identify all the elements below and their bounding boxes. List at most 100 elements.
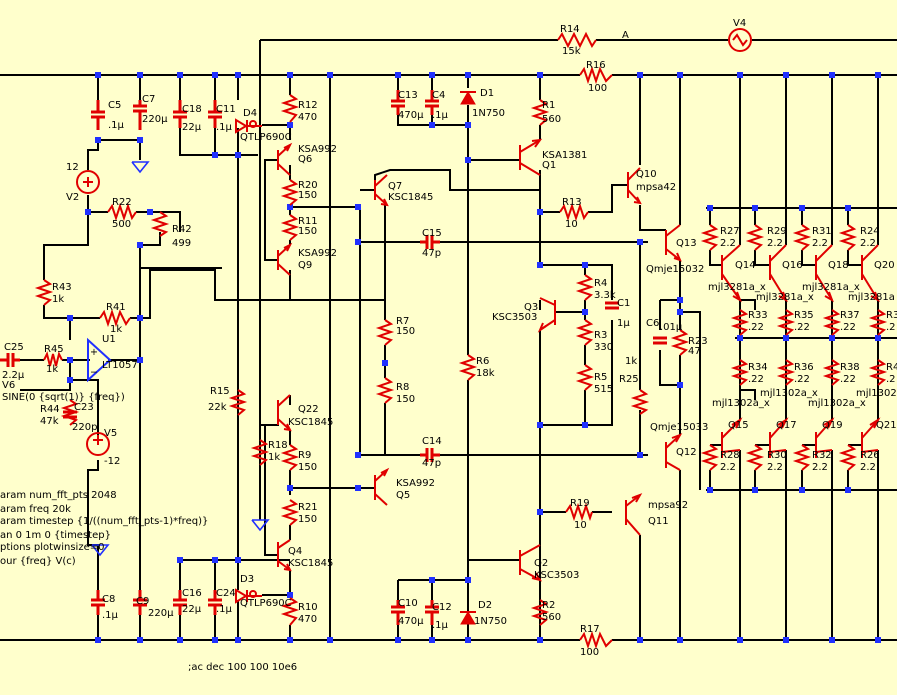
svg-text:R22: R22 [112,197,132,208]
svg-text:C12: C12 [432,602,452,613]
transistor-Q17 [769,417,789,458]
svg-text:3.3k: 3.3k [594,290,616,301]
resistor-R10 [280,597,300,626]
resistor-R25 [630,389,650,415]
svg-text:150: 150 [298,226,317,237]
svg-text:1µ: 1µ [617,318,630,329]
diode-D4 [235,118,262,134]
resistor-R37 [822,309,842,336]
svg-text:A: A [622,30,629,41]
svg-text:R25: R25 [619,374,639,385]
svg-text:150: 150 [396,394,415,405]
svg-text:D4: D4 [243,108,257,119]
resistor-R8 [375,377,395,404]
junctions [67,72,881,643]
svg-text:R38: R38 [840,362,860,373]
svg-text:R12: R12 [298,100,318,111]
transistors [277,138,881,582]
resistor-R26 [838,444,858,471]
svg-text:560: 560 [542,114,561,125]
svg-text:KSC1845: KSC1845 [288,558,333,569]
svg-text:.22: .22 [748,322,764,333]
svg-text:.1µ: .1µ [216,122,233,133]
svg-text:R11: R11 [298,216,318,227]
svg-text:Qmje15032: Qmje15032 [646,264,704,275]
resistor-R22 [107,202,137,222]
svg-text:R34: R34 [748,362,768,373]
svg-text:R28: R28 [720,450,740,461]
svg-text:V2: V2 [66,192,79,203]
svg-text:150: 150 [396,326,415,337]
svg-text:R41: R41 [106,302,126,313]
capacitor-C23 [63,410,77,419]
svg-text:C13: C13 [398,90,418,101]
svg-text:560: 560 [542,612,561,623]
resistor-R45 [43,351,63,367]
svg-text:KSC3503: KSC3503 [492,312,537,323]
svg-text:Q2: Q2 [534,558,548,569]
resistor-R3x [868,309,888,336]
svg-text:aram num_fft_pts 2048: aram num_fft_pts 2048 [0,490,117,501]
svg-text:Q22: Q22 [298,404,319,415]
capacitor-C10 [391,600,405,625]
svg-text:.22: .22 [840,322,856,333]
svg-text:our {freq} V(c): our {freq} V(c) [0,556,76,567]
svg-text:V4: V4 [733,18,746,29]
svg-text:22µ: 22µ [182,604,202,615]
svg-text:mjl1302a_x: mjl1302a_x [760,388,818,399]
svg-text:1k: 1k [110,324,122,335]
resistor-R13 [559,202,589,222]
resistor-R20 [280,179,300,206]
resistor-R41 [99,308,131,328]
svg-text:Q17: Q17 [776,420,797,431]
svg-text:150: 150 [298,462,317,473]
resistor-R23 [670,329,690,356]
svg-text:47k: 47k [40,416,59,427]
transistor-Q11 [625,493,643,536]
capacitor-C18 [173,100,187,128]
wires [0,39,897,641]
capacitor-C14 [420,448,440,462]
svg-text:1k: 1k [268,452,280,463]
svg-text:mjl3281a_x: mjl3281a_x [802,282,860,293]
svg-text:C18: C18 [182,104,202,115]
capacitor-C5 [91,100,105,130]
svg-text:Q15: Q15 [728,420,749,431]
svg-text:KSC3503: KSC3503 [534,570,579,581]
svg-text:1k: 1k [52,294,64,305]
svg-text:Q1: Q1 [542,160,556,171]
svg-text:mjl1302a: mjl1302a [856,388,897,399]
resistor-R36 [776,359,796,386]
capacitor-C12 [425,600,439,625]
resistor-R12 [280,94,300,123]
svg-text:Q11: Q11 [648,516,669,527]
svg-text:1N750: 1N750 [472,108,505,119]
svg-text:2.2: 2.2 [860,462,876,473]
svg-text:22k: 22k [208,402,227,413]
diode-D1 [460,91,476,105]
svg-text:220µ: 220µ [142,114,168,125]
svg-text:mjl3281a: mjl3281a [848,292,895,303]
svg-text:R16: R16 [586,60,606,71]
capacitor-C15 [420,235,440,249]
svg-text:Q10: Q10 [636,169,657,180]
svg-text:Q20: Q20 [874,260,895,271]
transistor-Q2 [519,544,543,582]
transistor-Q19 [815,417,835,458]
svg-text:ptions plotwinsize=0: ptions plotwinsize=0 [0,542,104,553]
svg-text:2.2: 2.2 [860,238,876,249]
svg-text:.2: .2 [886,374,896,385]
svg-text:+: + [90,347,98,358]
svg-text:C24: C24 [216,588,236,599]
ground-icon [91,544,110,557]
svg-text:12: 12 [66,162,79,173]
svg-text:515: 515 [594,384,613,395]
svg-text:R13: R13 [562,197,582,208]
transistor-Q15 [721,417,743,458]
resistor-R4 [575,274,595,301]
resistor-R11 [280,214,300,241]
resistor-R19 [565,502,593,522]
svg-text:R32: R32 [812,450,832,461]
